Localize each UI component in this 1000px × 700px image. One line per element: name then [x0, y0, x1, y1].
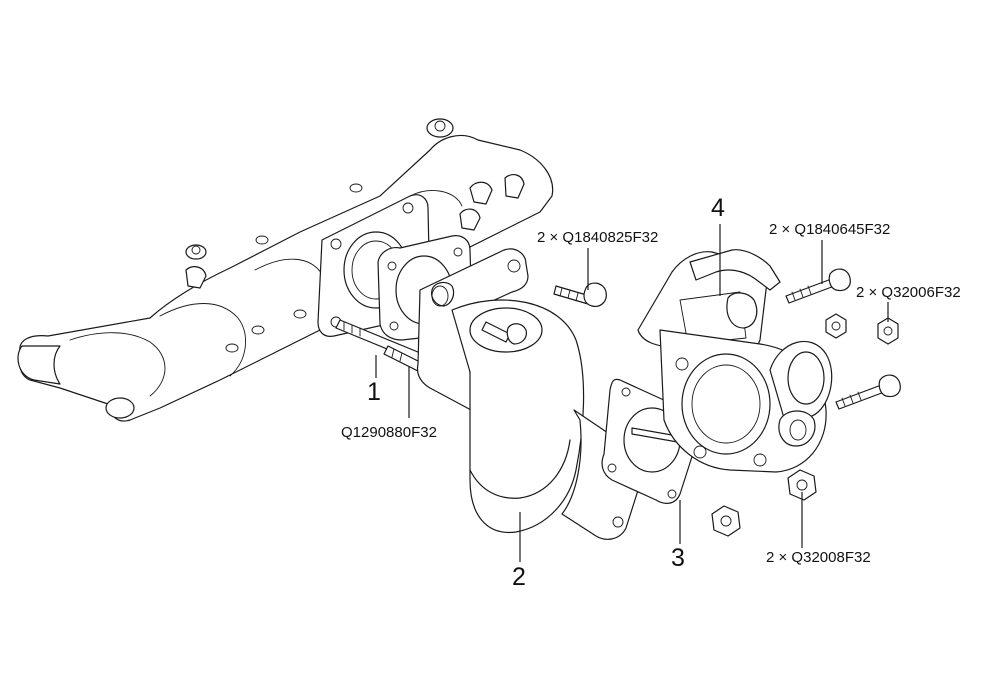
nut-q32006-a	[825, 313, 847, 339]
part-code-nut-small: 2 × Q32006F32	[856, 284, 961, 301]
callout-4: 4	[711, 194, 725, 222]
part-code-nut-flange: 2 × Q32008F32	[766, 549, 871, 566]
valve-body-assembly	[637, 249, 833, 473]
callout-2: 2	[512, 563, 526, 591]
exhaust-elbow-pipe	[416, 248, 645, 540]
leader-lines	[375, 224, 889, 562]
bolt-q1840825	[553, 282, 607, 307]
bolt-q1840645-upper	[785, 268, 851, 304]
callout-3: 3	[671, 544, 685, 572]
nut-q32008-a	[787, 469, 817, 501]
nut-q32008-b	[711, 505, 741, 537]
bolt-q1840645-lower	[835, 374, 901, 410]
callout-1: 1	[367, 378, 381, 406]
part-code-stud-1: Q1290880F32	[341, 424, 437, 441]
part-code-bolt-upper: 2 × Q1840825F32	[537, 229, 658, 246]
part-code-bolt-right: 2 × Q1840645F32	[769, 221, 890, 238]
